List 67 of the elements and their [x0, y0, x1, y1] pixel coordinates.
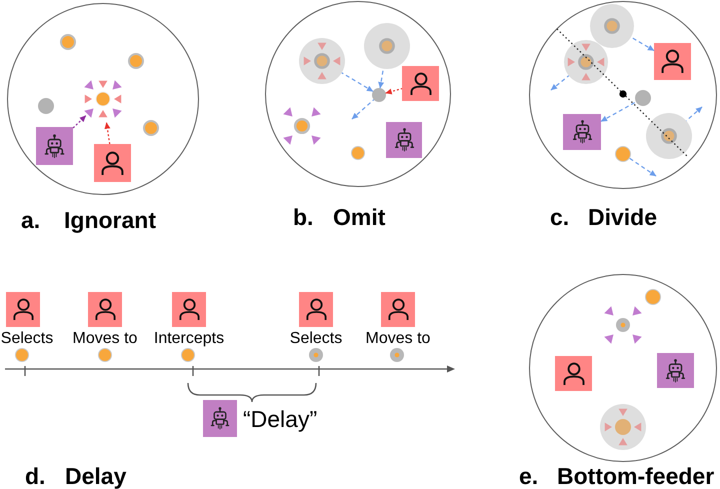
dot-icon	[15, 348, 29, 362]
robot-tile	[657, 353, 694, 388]
arrow	[629, 158, 656, 176]
highlighted-dot-icon	[564, 40, 608, 84]
person-tile	[88, 292, 122, 327]
person-tile	[172, 292, 206, 327]
highlighted-dot-icon	[590, 4, 634, 48]
dot-icon	[372, 88, 386, 102]
panel-circle	[265, 1, 451, 187]
highlighted-dot-icon	[299, 38, 345, 84]
arrow	[378, 68, 384, 88]
person-tile	[402, 66, 439, 101]
arrow	[352, 99, 374, 120]
dot-icon	[635, 90, 651, 106]
highlighted-dot-icon	[600, 404, 646, 450]
dot-icon	[60, 34, 76, 50]
panel-title: Omit	[333, 204, 386, 230]
arrow	[630, 36, 654, 52]
robot-tile	[563, 114, 601, 150]
person-tile	[381, 292, 415, 327]
panel-letter: d.	[25, 463, 46, 489]
marked-dot-icon	[603, 305, 643, 345]
person-tile	[299, 292, 333, 327]
panel-letter: a.	[21, 207, 40, 233]
panel-letter: c.	[550, 204, 570, 230]
step-label: Intercepts	[154, 329, 224, 348]
step-label: Selects	[0, 329, 54, 348]
panel-title: Bottom-feeder	[557, 463, 714, 489]
panel-title: Divide	[588, 204, 658, 230]
arrow	[342, 72, 374, 92]
person-tile	[6, 292, 40, 327]
dot-icon	[143, 120, 159, 136]
panel-letter: b.	[293, 204, 314, 230]
ringed-dot-icon	[390, 348, 404, 362]
highlighted-dot-icon	[364, 23, 410, 69]
highlighted-dot-icon	[646, 113, 692, 159]
dot-icon	[181, 348, 195, 362]
robot-tile	[36, 127, 73, 165]
dot-icon	[98, 348, 112, 362]
dot-icon	[38, 98, 54, 114]
arrow	[72, 115, 86, 129]
robot-caption: “Delay”	[243, 406, 318, 432]
robot-tile	[386, 122, 422, 158]
dot-icon	[645, 289, 661, 305]
panel-circle	[529, 1, 717, 189]
marked-dot-icon	[282, 106, 322, 146]
person-tile	[555, 356, 592, 391]
step-label: Selects	[290, 329, 342, 348]
dot-icon	[128, 53, 144, 69]
arrow	[686, 106, 702, 122]
ringed-dot-icon	[309, 348, 323, 362]
robot-tile	[203, 400, 237, 437]
step-label: Moves to	[366, 329, 430, 348]
person-tile	[654, 43, 691, 80]
dot-icon	[615, 146, 631, 162]
panel-letter: e.	[519, 463, 538, 489]
arrow	[385, 88, 402, 94]
arrow	[104, 122, 110, 144]
person-tile	[94, 144, 131, 182]
arrow	[550, 75, 570, 90]
panel-circle	[7, 3, 199, 195]
step-label: Moves to	[72, 329, 138, 348]
panel-title: Delay	[65, 463, 126, 489]
panel-circle	[529, 274, 717, 462]
panel-title: Ignorant	[64, 207, 156, 233]
dot-icon	[351, 146, 365, 160]
arrow	[600, 101, 636, 122]
